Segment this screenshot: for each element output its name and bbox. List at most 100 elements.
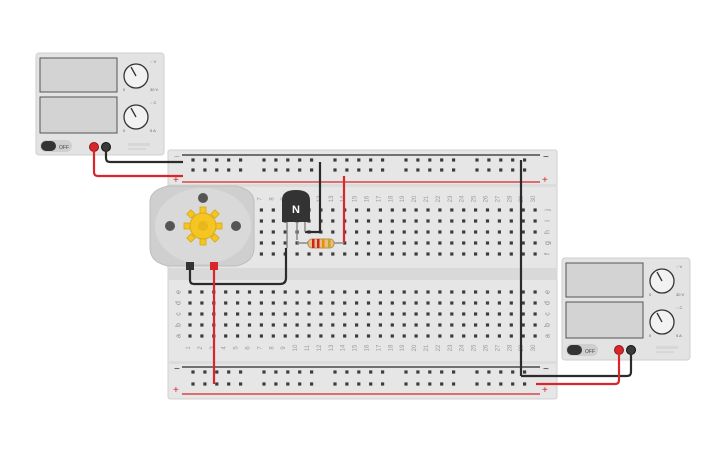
breadboard-hole[interactable]	[497, 301, 501, 305]
breadboard-hole[interactable]	[203, 158, 207, 162]
breadboard-hole[interactable]	[236, 301, 240, 305]
breadboard-hole[interactable]	[462, 312, 466, 316]
breadboard-hole[interactable]	[355, 208, 359, 212]
breadboard-hole[interactable]	[475, 382, 479, 386]
motor-terminal-positive[interactable]	[210, 262, 218, 270]
breadboard-hole[interactable]	[378, 219, 382, 223]
breadboard-hole[interactable]	[366, 252, 371, 256]
breadboard-hole[interactable]	[286, 382, 290, 386]
breadboard-hole[interactable]	[462, 241, 466, 245]
breadboard-hole[interactable]	[247, 323, 252, 327]
breadboard-hole[interactable]	[262, 158, 266, 162]
breadboard-hole[interactable]	[404, 382, 408, 386]
breadboard-hole[interactable]	[450, 230, 454, 234]
breadboard-hole[interactable]	[428, 168, 432, 172]
breadboard-hole[interactable]	[521, 301, 525, 305]
breadboard-hole[interactable]	[390, 323, 394, 327]
breadboard-hole[interactable]	[345, 168, 349, 172]
breadboard-hole[interactable]	[369, 168, 373, 172]
breadboard-hole[interactable]	[259, 252, 263, 256]
breadboard-hole[interactable]	[310, 158, 314, 162]
breadboard-hole[interactable]	[262, 370, 266, 374]
breadboard-hole[interactable]	[331, 301, 335, 305]
breadboard-hole[interactable]	[485, 252, 490, 256]
breadboard-hole[interactable]	[438, 301, 442, 305]
breadboard-hole[interactable]	[402, 301, 406, 305]
psu-left-negative-terminal[interactable]	[101, 142, 111, 152]
breadboard-hole[interactable]	[188, 290, 192, 294]
breadboard-hole[interactable]	[262, 168, 266, 172]
breadboard-hole[interactable]	[283, 290, 287, 294]
breadboard-hole[interactable]	[402, 230, 406, 234]
breadboard-hole[interactable]	[462, 208, 466, 212]
breadboard-hole[interactable]	[331, 290, 335, 294]
breadboard-hole[interactable]	[224, 290, 228, 294]
breadboard-hole[interactable]	[307, 312, 311, 316]
breadboard-hole[interactable]	[438, 241, 442, 245]
breadboard-hole[interactable]	[274, 382, 278, 386]
breadboard-hole[interactable]	[497, 312, 501, 316]
breadboard-hole[interactable]	[333, 370, 337, 374]
breadboard-hole[interactable]	[487, 158, 491, 162]
breadboard-hole[interactable]	[509, 219, 513, 223]
breadboard-hole[interactable]	[450, 334, 454, 338]
breadboard-hole[interactable]	[215, 370, 219, 374]
breadboard-hole[interactable]	[521, 252, 525, 256]
breadboard-hole[interactable]	[426, 312, 430, 316]
breadboard-hole[interactable]	[307, 290, 311, 294]
breadboard-hole[interactable]	[474, 301, 478, 305]
breadboard-hole[interactable]	[438, 323, 442, 327]
power-supply-right[interactable]: ◌ V 0 30 V ◌ C 0 5 A OFF	[561, 257, 691, 361]
breadboard-hole[interactable]	[200, 290, 204, 294]
breadboard-hole[interactable]	[259, 323, 263, 327]
wire-psu-right-positive[interactable]	[536, 354, 621, 386]
breadboard-hole[interactable]	[224, 323, 228, 327]
breadboard-hole[interactable]	[414, 241, 418, 245]
wire-psu-left-positive[interactable]	[92, 151, 183, 178]
breadboard-hole[interactable]	[450, 312, 454, 316]
breadboard-hole[interactable]	[369, 158, 373, 162]
breadboard-hole[interactable]	[247, 290, 252, 294]
breadboard-hole[interactable]	[366, 312, 371, 316]
breadboard-hole[interactable]	[416, 382, 420, 386]
breadboard-hole[interactable]	[191, 158, 195, 162]
breadboard-hole[interactable]	[474, 230, 478, 234]
breadboard-hole[interactable]	[203, 382, 207, 386]
breadboard-hole[interactable]	[343, 301, 347, 305]
breadboard-hole[interactable]	[298, 382, 302, 386]
breadboard-hole[interactable]	[345, 158, 349, 162]
breadboard-hole[interactable]	[378, 230, 382, 234]
breadboard-hole[interactable]	[215, 168, 219, 172]
breadboard-hole[interactable]	[310, 370, 314, 374]
breadboard-hole[interactable]	[247, 334, 252, 338]
breadboard-hole[interactable]	[497, 252, 501, 256]
breadboard-hole[interactable]	[462, 219, 466, 223]
breadboard-hole[interactable]	[509, 334, 513, 338]
breadboard-hole[interactable]	[497, 208, 501, 212]
breadboard-hole[interactable]	[319, 252, 323, 256]
breadboard-hole[interactable]	[428, 370, 432, 374]
breadboard-hole[interactable]	[428, 382, 432, 386]
breadboard-hole[interactable]	[378, 323, 382, 327]
breadboard-hole[interactable]	[450, 290, 454, 294]
breadboard-hole[interactable]	[378, 334, 382, 338]
breadboard-hole[interactable]	[298, 370, 302, 374]
breadboard-hole[interactable]	[355, 334, 359, 338]
breadboard-hole[interactable]	[274, 370, 278, 374]
breadboard-hole[interactable]	[485, 334, 490, 338]
breadboard-hole[interactable]	[485, 312, 490, 316]
breadboard-hole[interactable]	[438, 312, 442, 316]
breadboard-hole[interactable]	[499, 370, 503, 374]
breadboard-hole[interactable]	[497, 219, 501, 223]
breadboard-hole[interactable]	[239, 158, 243, 162]
breadboard-hole[interactable]	[485, 219, 490, 223]
breadboard-hole[interactable]	[390, 334, 394, 338]
breadboard-hole[interactable]	[355, 230, 359, 234]
breadboard-hole[interactable]	[188, 312, 192, 316]
breadboard-hole[interactable]	[259, 301, 263, 305]
breadboard-hole[interactable]	[402, 208, 406, 212]
breadboard-hole[interactable]	[414, 323, 418, 327]
breadboard-hole[interactable]	[381, 158, 385, 162]
breadboard-hole[interactable]	[509, 323, 513, 327]
breadboard-hole[interactable]	[227, 158, 231, 162]
